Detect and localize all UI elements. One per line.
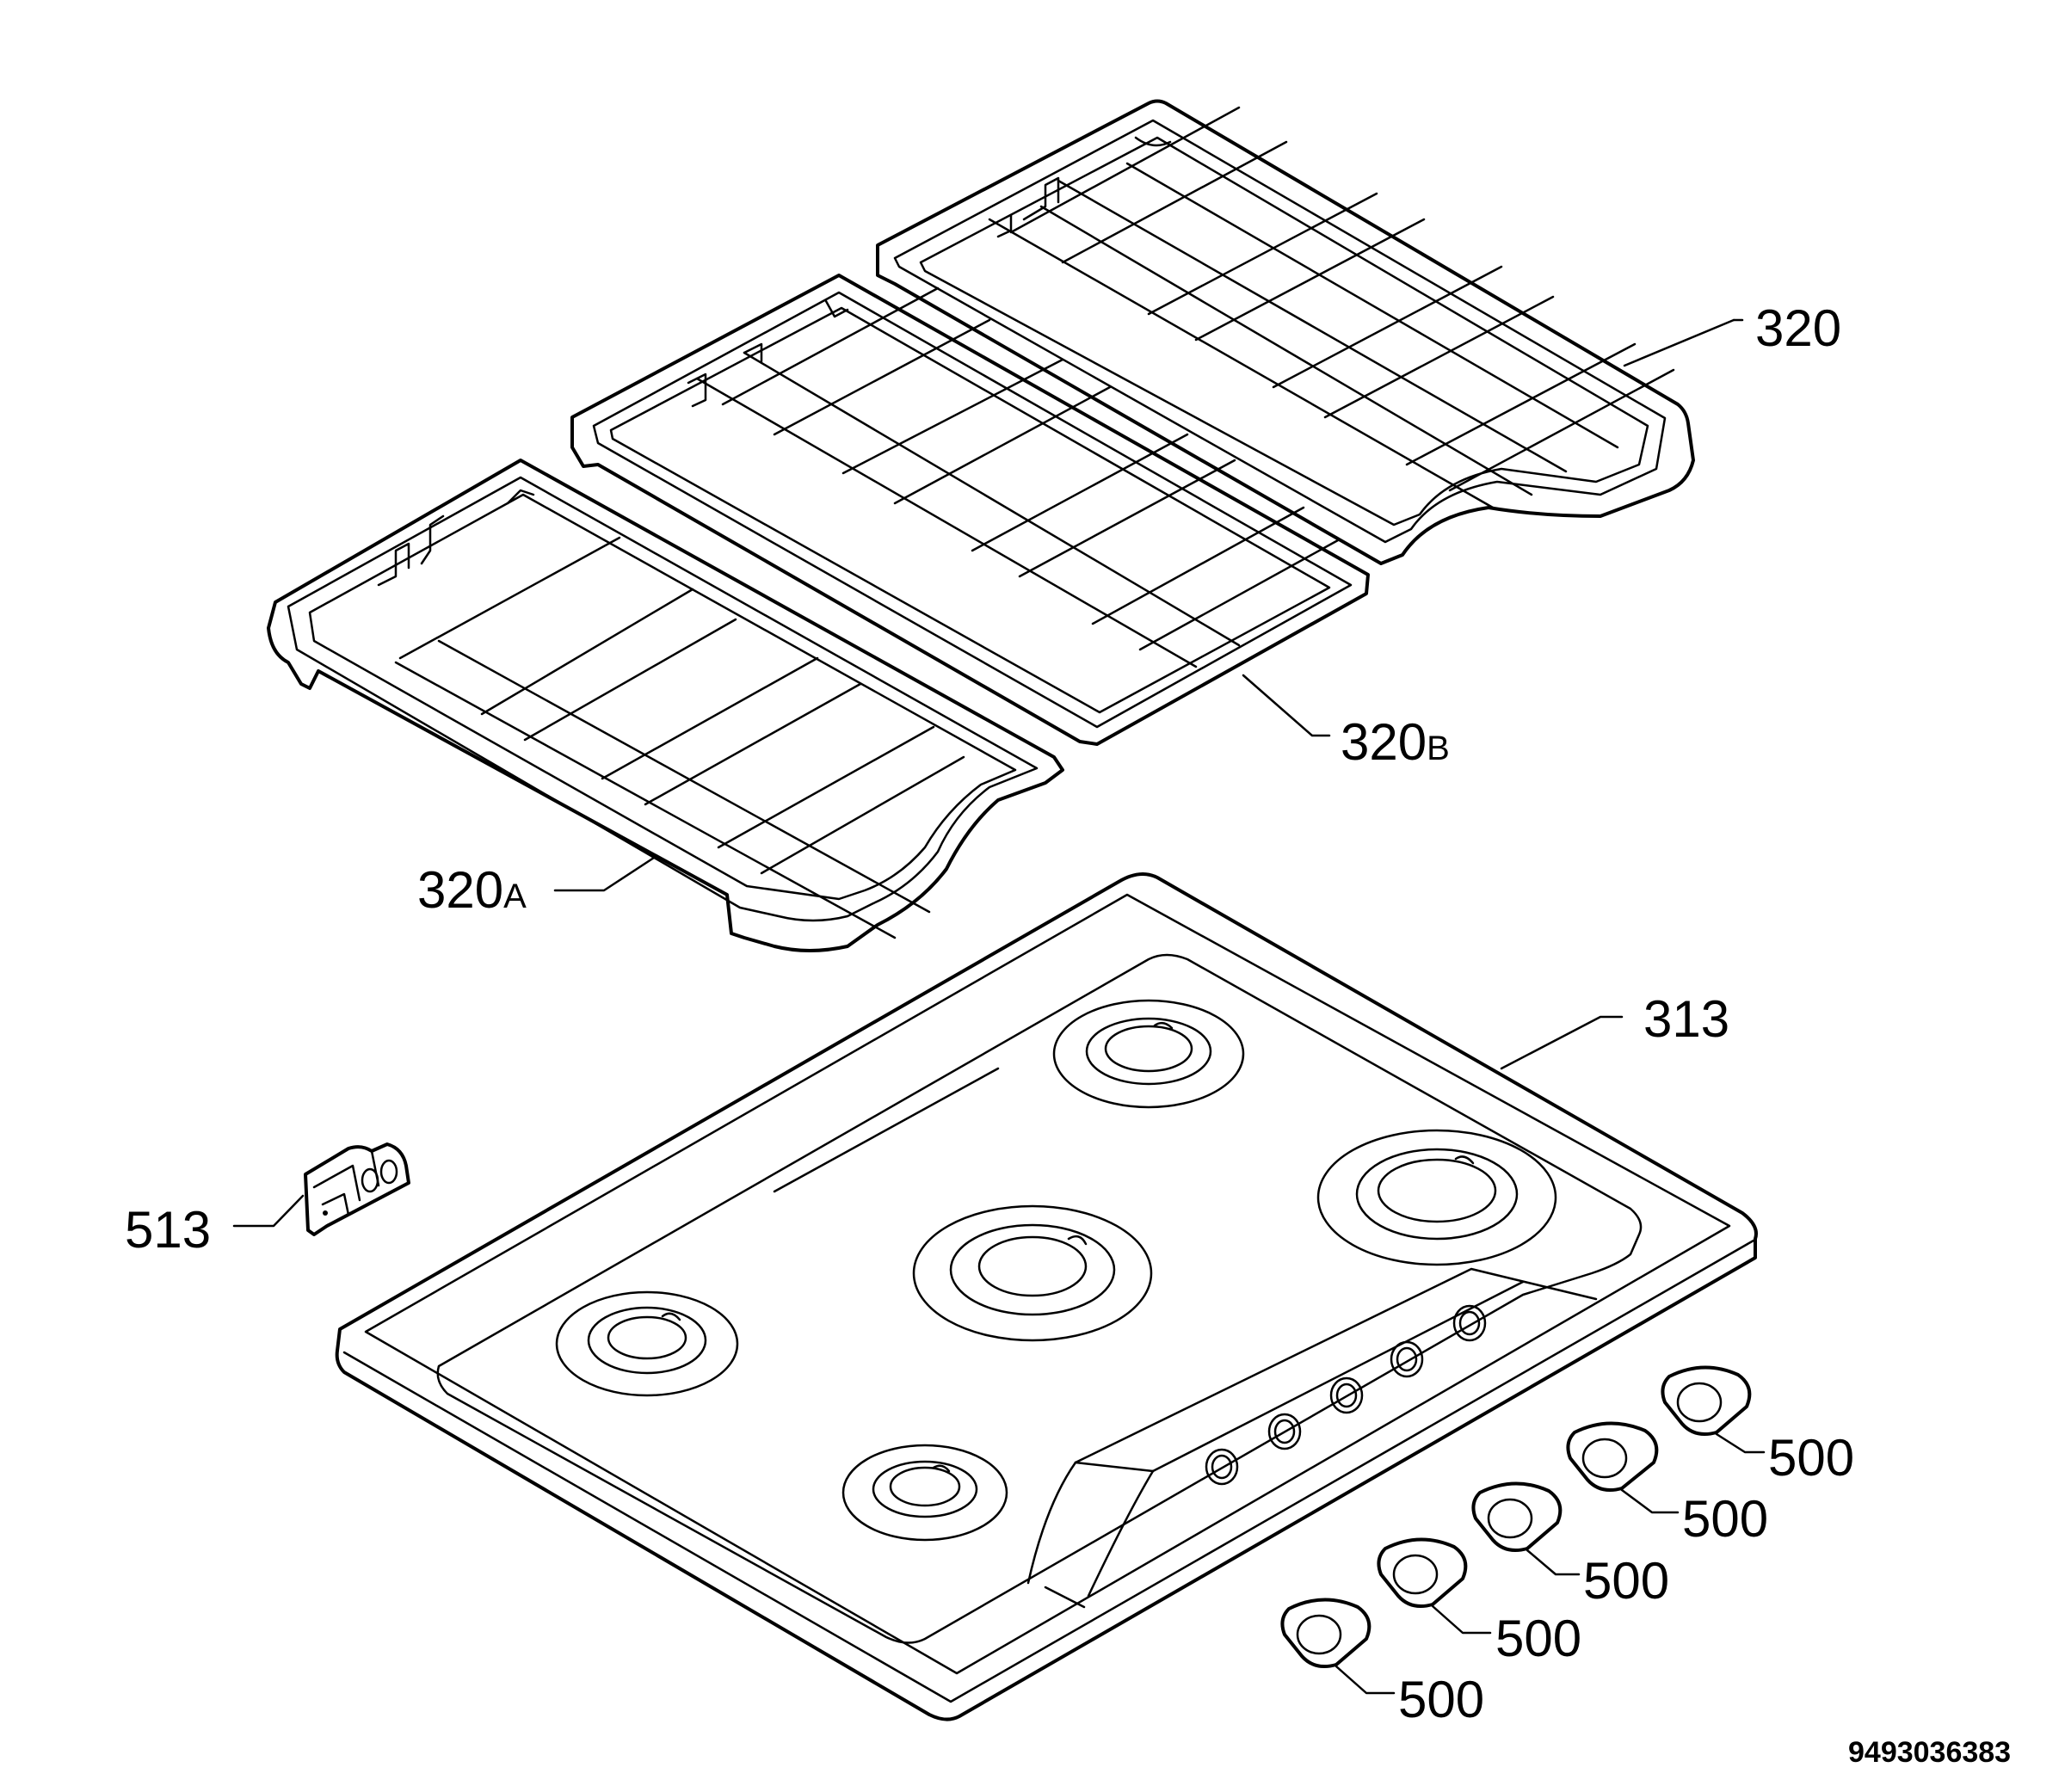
- callout-500-4: 500: [1431, 1604, 1581, 1667]
- knob-holes: [1205, 1304, 1487, 1486]
- callout-500-1: 500: [1715, 1429, 1854, 1487]
- callout-320a-label: 320A: [417, 861, 527, 919]
- pan-support-grate-320b: [570, 274, 1370, 746]
- burner-left: [555, 1290, 739, 1397]
- knob-500-3: [1471, 1481, 1563, 1552]
- knob-500-4: [1377, 1537, 1468, 1608]
- callout-500-3-label: 500: [1583, 1552, 1669, 1610]
- callout-500-2-label: 500: [1682, 1490, 1768, 1548]
- burner-rear: [1052, 999, 1245, 1109]
- callout-320a: 320A: [417, 856, 656, 919]
- callout-513: 513: [125, 1194, 305, 1259]
- pan-support-grate-320: [876, 99, 1695, 565]
- pan-support-grate-320a: [267, 459, 1064, 952]
- callout-500-5-label: 500: [1398, 1671, 1484, 1728]
- callout-320b-label: 320B: [1341, 713, 1450, 771]
- callout-500-1-label: 500: [1768, 1429, 1854, 1487]
- burner-center: [912, 1204, 1153, 1342]
- callout-513-label: 513: [125, 1201, 211, 1259]
- knob-500-5: [1280, 1598, 1372, 1668]
- callout-320: 320: [1623, 299, 1841, 367]
- hob-top-313: [335, 872, 1758, 1721]
- callout-500-5: 500: [1335, 1665, 1484, 1728]
- callout-320-label: 320: [1755, 299, 1841, 357]
- drawing-number: 9493036383: [1848, 1736, 2011, 1769]
- burner-right-large: [1316, 1129, 1557, 1266]
- callout-500-3: 500: [1526, 1549, 1669, 1610]
- callout-320b: 320B: [1242, 674, 1450, 771]
- burner-front: [841, 1444, 1008, 1542]
- clip-513: [304, 1142, 410, 1236]
- callout-313-label: 313: [1643, 990, 1729, 1048]
- callout-313: 313: [1500, 990, 1729, 1070]
- callout-500-2: 500: [1620, 1488, 1768, 1548]
- callout-500-4-label: 500: [1495, 1610, 1581, 1667]
- knob-500-2: [1566, 1421, 1659, 1492]
- knob-500-1: [1661, 1365, 1752, 1436]
